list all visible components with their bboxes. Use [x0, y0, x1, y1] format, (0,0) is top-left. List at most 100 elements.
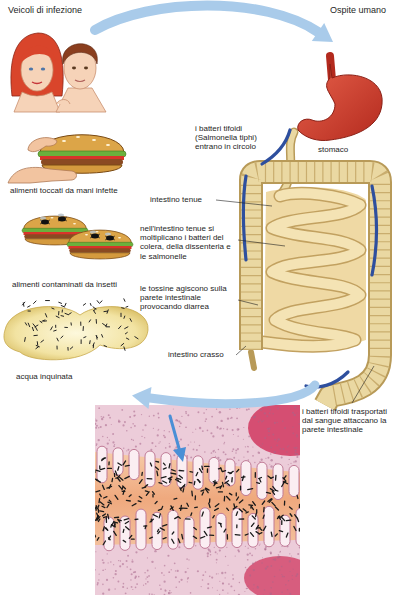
tissue-stipple: [123, 583, 125, 585]
tissue-stipple: [122, 563, 124, 565]
person-woman: [29, 68, 33, 71]
bacteria-dots: [172, 532, 174, 534]
bacteria-dots: [236, 525, 237, 528]
bacteria-dots: [98, 509, 100, 512]
tissue-stipple: [178, 421, 180, 423]
bacteria-dots: [93, 343, 94, 346]
tissue-stipple: [238, 459, 239, 460]
tissue-stipple: [274, 439, 276, 441]
tissue-stipple: [155, 445, 157, 447]
tissue-stipple: [225, 453, 227, 455]
tissue-stipple: [217, 553, 218, 554]
bacteria-dots: [145, 526, 147, 529]
bacteria-dots: [135, 518, 138, 520]
tissue-stipple: [215, 551, 217, 553]
tissue-stipple: [185, 426, 187, 428]
tissue-stipple: [169, 446, 171, 448]
tissue-stipple: [296, 456, 298, 458]
bacteria-dots: [226, 476, 227, 479]
tissue-stipple: [243, 427, 244, 428]
tissue-stipple: [248, 436, 250, 438]
bacteria-dots: [161, 477, 166, 478]
bacteria-dots: [100, 494, 101, 497]
bacteria-dots: [279, 530, 282, 532]
bacteria-dots: [226, 483, 229, 486]
tissue-stipple: [232, 448, 234, 450]
tissue-stipple: [207, 552, 209, 554]
bacteria-dots: [97, 480, 101, 482]
intestinal-villi: [289, 465, 299, 496]
tissue-stipple: [233, 457, 235, 459]
intestine-large: [251, 352, 254, 368]
bacteria-dots: [177, 481, 180, 483]
bacteria-dots: [160, 528, 164, 530]
bacteria-dots: [163, 538, 166, 539]
bacteria-dots: [221, 468, 223, 472]
intestinal-villi: [216, 513, 226, 548]
tissue-stipple: [292, 432, 294, 434]
tissue-stipple: [180, 422, 182, 424]
bacteria-dots: [209, 503, 210, 507]
bacteria-dots: [213, 482, 217, 484]
bacteria-dots: [99, 466, 100, 469]
bacteria-dots: [152, 492, 154, 494]
tissue-stipple: [158, 430, 159, 431]
bacteria-dots: [237, 469, 239, 471]
tissue-stipple: [286, 451, 288, 453]
bacteria-dots: [248, 489, 253, 490]
tissue-stipple: [95, 420, 97, 422]
note-label: nell'intestino tenue si moltiplicano i b…: [140, 224, 235, 261]
bacteria-dots: [255, 513, 257, 516]
bacteria-dots: [96, 470, 100, 471]
tissue-stipple: [169, 590, 171, 592]
tissue-stipple: [195, 429, 196, 430]
bacteria-dots: [102, 458, 104, 460]
tissue-stipple: [255, 561, 256, 562]
tissue-stipple: [266, 566, 268, 568]
intestinal-villi: [241, 461, 251, 496]
bacteria-dots: [281, 521, 282, 525]
tissue-stipple: [164, 565, 166, 567]
tissue-stipple: [158, 443, 159, 444]
tissue-stipple: [164, 594, 166, 595]
bacteria-dots: [271, 532, 273, 536]
note-label: le tossine agiscono sulla parete intesti…: [140, 284, 235, 312]
tissue-stipple: [133, 411, 135, 413]
tissue-stipple: [105, 424, 107, 426]
tissue-stipple: [102, 593, 104, 595]
bacteria-dots: [294, 526, 296, 530]
tissue-stipple: [247, 451, 249, 453]
bacteria-dots: [213, 516, 214, 518]
tissue-stipple: [144, 437, 145, 438]
bacteria-dots: [176, 478, 180, 479]
bacteria-dots: [36, 327, 38, 330]
leader-line: [216, 200, 374, 403]
tissue-stipple: [264, 412, 266, 414]
tissue-stipple: [206, 409, 207, 410]
bacteria-dots: [178, 517, 180, 519]
bacteria-dots: [236, 493, 237, 496]
bacteria-dots: [255, 473, 256, 478]
tissue-stipple: [230, 585, 232, 587]
intestinal-villi: [264, 506, 274, 546]
tissue-stipple: [97, 582, 99, 584]
bacteria-dots: [262, 501, 264, 504]
tissue-stipple: [163, 581, 165, 583]
bacteria-dots: [36, 347, 39, 349]
tissue-stipple: [131, 573, 133, 575]
tissue-stipple: [130, 568, 132, 570]
bacteria-dots: [41, 340, 44, 342]
tissue-stipple: [129, 416, 131, 418]
tissue-stipple: [288, 445, 289, 446]
bacteria-dots: [271, 477, 273, 478]
bacteria-dots: [119, 326, 121, 329]
tissue-stipple: [293, 447, 295, 449]
bacteria-dots: [139, 480, 142, 484]
tissue-stipple: [112, 441, 114, 443]
tissue-stipple: [222, 582, 224, 584]
intestinal-wall-micrograph: [244, 556, 300, 595]
tissue-stipple: [202, 430, 204, 432]
bacteria-dots: [158, 509, 160, 511]
bacteria-dots: [135, 337, 138, 339]
tissue-stipple: [163, 575, 164, 576]
